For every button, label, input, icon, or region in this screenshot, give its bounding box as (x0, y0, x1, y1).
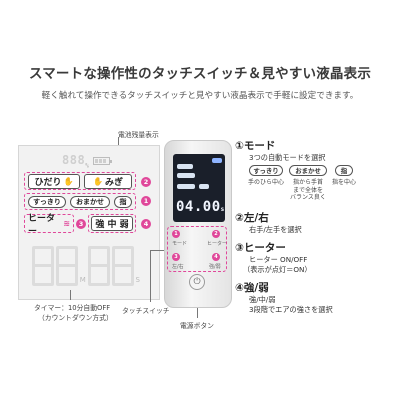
touch-label-lr: 左/右 (172, 264, 184, 270)
strength-text-2: 3段階でエアの強さを選択 (249, 305, 333, 314)
hand-icon: ✋ (63, 177, 74, 186)
touch-connector-v (150, 250, 151, 302)
lcd-tag-strength (199, 184, 209, 189)
badge-3: 3 (76, 219, 86, 229)
lr-title: ②左/右 (235, 212, 269, 224)
touch-label-heater: ヒーター (207, 241, 228, 247)
heater-text: ヒーター ON/OFF (249, 255, 308, 264)
timer-sub-label: （カウントダウン方式） (38, 314, 113, 322)
battery-label: 電池残量表示 (118, 131, 159, 139)
power-button-label: 電源ボタン (180, 322, 214, 330)
heat-wave-icon: ≋ (63, 219, 70, 228)
mode-sukkiri-button[interactable]: すっきり (28, 196, 66, 208)
touch-connector (150, 250, 168, 251)
battery-indicator: 888% (62, 152, 132, 170)
timer-label: タイマー：10分自動OFF (34, 304, 111, 312)
lcd-tag-left (177, 164, 193, 169)
lcd-time: 04.00s (176, 199, 225, 215)
digit-3 (87, 246, 110, 286)
subline: 軽く触れて操作できるタッチスイッチと見やすい液晶表示で手軽に設定できます。 (41, 91, 359, 101)
timer-connector (70, 290, 71, 300)
mode-select-box (24, 193, 136, 210)
power-button[interactable]: ⏻ (189, 274, 205, 290)
touch-badge-1[interactable]: 1 (172, 230, 180, 238)
badge-2: 2 (141, 177, 151, 187)
mode-pill-finger: 指 (335, 165, 353, 176)
heater-title: ③ヒーター (235, 242, 286, 254)
battery-percent: 888% (62, 152, 90, 170)
lcd-tag-omakase (177, 173, 195, 178)
timer-digits: M S (32, 244, 140, 286)
unit-s: S (135, 276, 140, 284)
lr-text: 右手/左手を選択 (249, 225, 302, 234)
mode-pill-sukkiri: すっきり (249, 165, 283, 176)
touch-badge-4[interactable]: 4 (212, 253, 220, 261)
heater-text-2: （表示が点灯＝ON） (243, 265, 312, 274)
touch-label-strength: 強/弱 (209, 264, 221, 270)
touch-badge-2[interactable]: 3 (172, 253, 180, 261)
mode-note-1: 手のひら中心 (247, 179, 284, 186)
badge-1: 1 (141, 196, 151, 206)
mode-title: ①モード (235, 140, 276, 152)
unit-m: M (79, 276, 86, 284)
hand-select-box (24, 172, 136, 190)
mode-omakase-button[interactable]: おまかせ (70, 196, 110, 208)
strength-box (88, 214, 136, 233)
digit-2 (55, 246, 78, 286)
touch-switch-label: タッチスイッチ (122, 307, 170, 315)
headline: スマートな操作性のタッチスイッチ＆見やすい液晶表示 (28, 66, 372, 82)
mode-note-3: 指を中心 (331, 179, 356, 186)
digit-1 (32, 246, 54, 286)
touch-label-mode: モード (172, 241, 188, 247)
lcd-battery (212, 158, 222, 163)
strength-title: ④強/弱 (235, 282, 269, 294)
mode-note-2: 指から手首 まで全体を バランス良く (290, 179, 326, 201)
lcd-tag-heater (177, 184, 195, 189)
mode-finger-button[interactable]: 指 (114, 196, 132, 208)
right-hand-button[interactable]: ✋みぎ (84, 174, 132, 189)
touch-switch-area (167, 226, 227, 272)
digit-4 (111, 246, 134, 286)
hand-icon: ✋ (93, 177, 103, 186)
mode-pill-omakase: おまかせ (289, 165, 327, 176)
power-icon: ⏻ (193, 277, 201, 287)
left-hand-button[interactable]: ひだり✋ (28, 174, 80, 189)
strength-indicator[interactable]: 強 中 弱 (91, 216, 133, 231)
mode-text: 3つの自動モードを選択 (249, 153, 326, 162)
badge-4: 4 (141, 219, 151, 229)
battery-icon (93, 157, 113, 165)
touch-badge-3[interactable]: 2 (212, 230, 220, 238)
heater-indicator[interactable]: ヒーター≋ (28, 213, 70, 237)
feature-descriptions: ①モード 3つの自動モードを選択 すっきり おまかせ 指 手のひら中心 指から手… (235, 128, 383, 328)
heater-box (24, 214, 74, 233)
strength-text: 強/中/弱 (249, 295, 276, 304)
